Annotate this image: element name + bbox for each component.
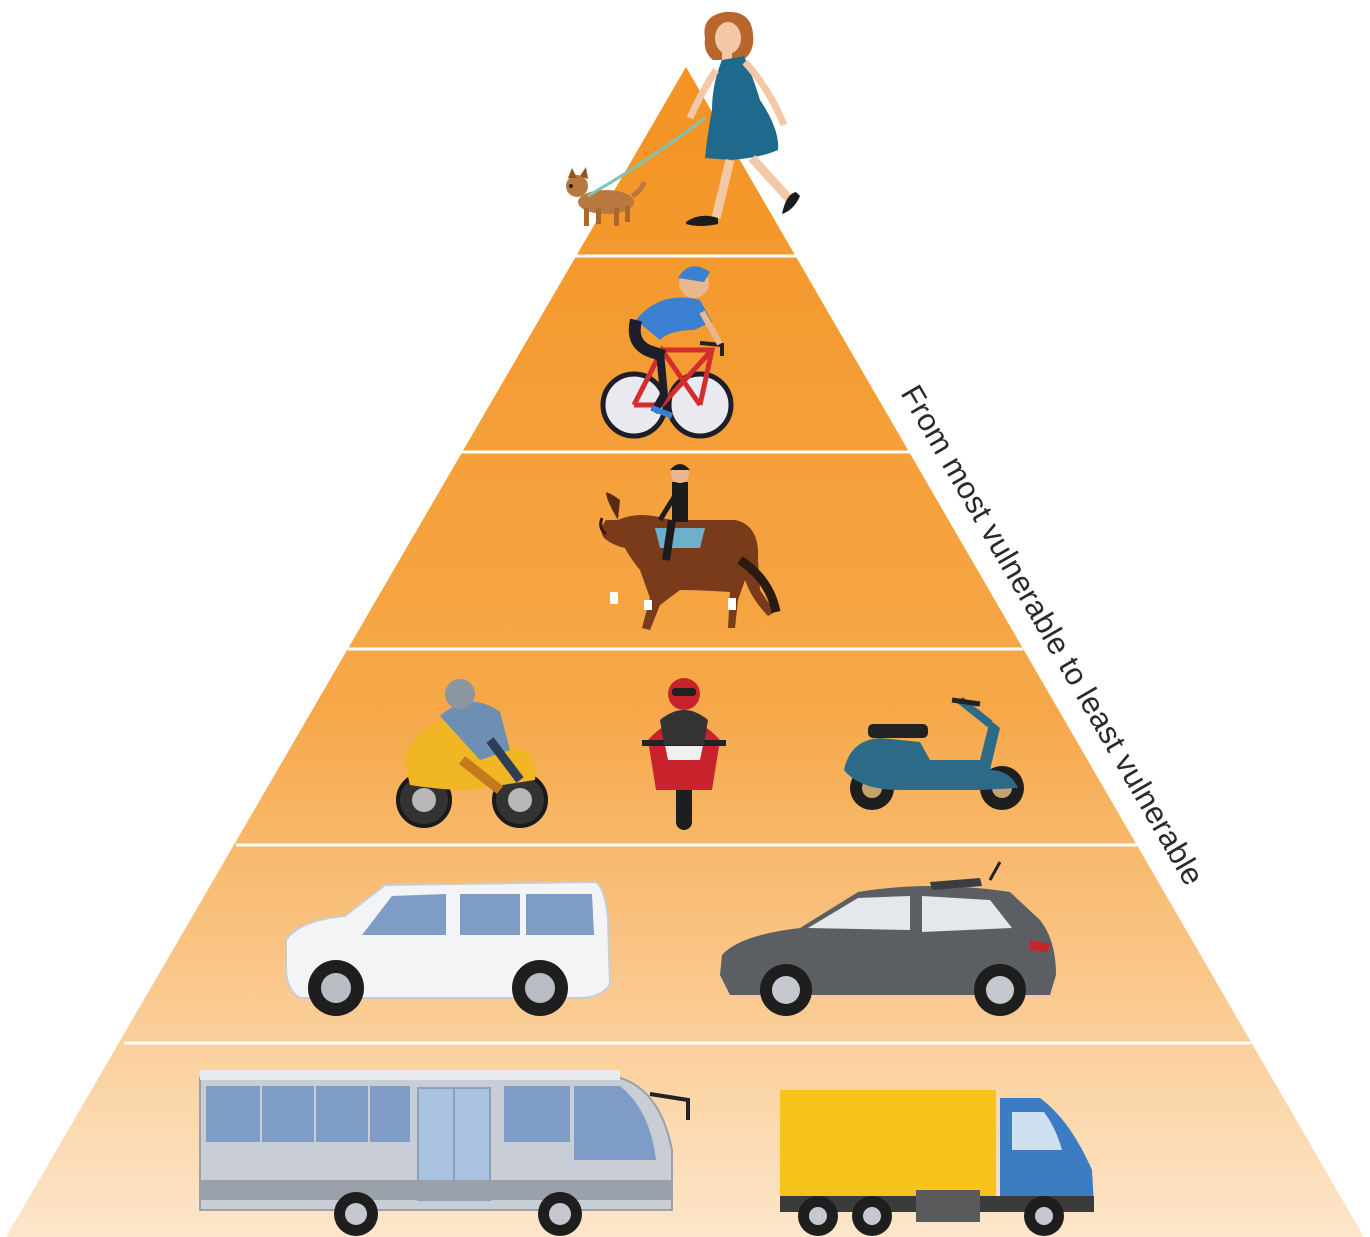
tier-dividers [124,254,1251,1045]
hatchback-car-icon [720,861,1056,1016]
minivan-icon [285,880,612,1016]
bus-icon [199,1070,690,1236]
scooter-icon [844,696,1024,810]
cyclist-icon [600,266,734,439]
horse-rider-icon [599,464,781,630]
sport-motorcycle-icon [396,679,548,828]
motorcycle-front-icon [642,678,726,830]
dog-icon [566,167,647,226]
truck-icon [780,1090,1094,1236]
pedestrian-with-dog-icon [566,11,800,226]
pyramid-body [6,67,1364,1237]
woman-walking-icon [686,11,800,226]
